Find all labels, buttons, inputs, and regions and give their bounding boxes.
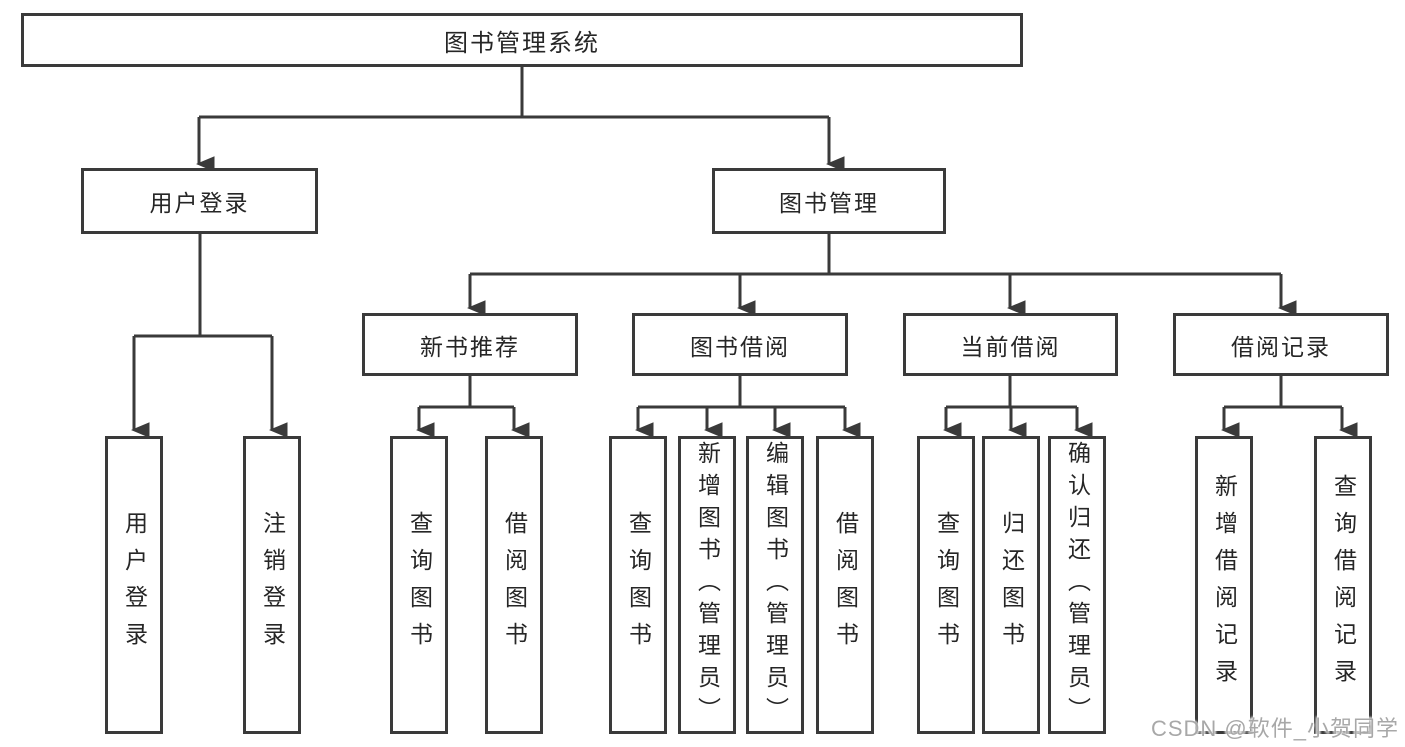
leaf-query-books-2-label: 查询图书 <box>625 511 652 659</box>
leaf-edit-books-admin: 编辑图书（管理员） <box>746 436 804 734</box>
leaf-add-books-admin: 新增图书（管理员） <box>678 436 736 734</box>
leaf-query-borrow-record: 查询借阅记录 <box>1314 436 1372 734</box>
node-current-borrowing: 当前借阅 <box>903 313 1118 376</box>
leaf-query-books-3: 查询图书 <box>917 436 975 734</box>
leaf-confirm-return-admin: 确认归还（管理员） <box>1048 436 1106 734</box>
leaf-add-borrow-record-label: 新增借阅记录 <box>1211 474 1238 696</box>
leaf-query-books-3-label: 查询图书 <box>933 511 960 659</box>
leaf-query-books-1: 查询图书 <box>390 436 448 734</box>
leaf-user-login: 用户登录 <box>105 436 163 734</box>
leaf-add-borrow-record: 新增借阅记录 <box>1195 436 1253 734</box>
node-current-borrowing-label: 当前借阅 <box>960 333 1061 360</box>
leaf-logout-label: 注销登录 <box>259 511 286 659</box>
leaf-confirm-return-admin-label: 确认归还（管理员） <box>1064 441 1091 729</box>
leaf-query-books-2: 查询图书 <box>609 436 667 734</box>
node-user-login: 用户登录 <box>81 168 318 234</box>
node-user-login-label: 用户登录 <box>149 190 250 216</box>
node-root: 图书管理系统 <box>21 13 1023 67</box>
node-book-borrowing: 图书借阅 <box>632 313 848 376</box>
node-root-label: 图书管理系统 <box>444 29 600 57</box>
node-borrowing-records-label: 借阅记录 <box>1231 333 1331 360</box>
leaf-logout: 注销登录 <box>243 436 301 734</box>
watermark: CSDN @软件_小贺同学 <box>1150 716 1399 741</box>
node-book-management-label: 图书管理 <box>779 190 879 216</box>
leaf-query-borrow-record-label: 查询借阅记录 <box>1330 474 1357 696</box>
leaf-borrow-books-1-label: 借阅图书 <box>501 511 528 659</box>
leaf-user-login-label: 用户登录 <box>121 511 148 659</box>
leaf-borrow-books-2: 借阅图书 <box>816 436 874 734</box>
node-new-book-recommendation-label: 新书推荐 <box>420 333 520 360</box>
leaf-return-books: 归还图书 <box>982 436 1040 734</box>
leaf-query-books-1-label: 查询图书 <box>406 511 433 659</box>
leaf-borrow-books-1: 借阅图书 <box>485 436 543 734</box>
leaf-return-books-label: 归还图书 <box>998 511 1025 659</box>
node-book-management: 图书管理 <box>712 168 946 234</box>
node-new-book-recommendation: 新书推荐 <box>362 313 578 376</box>
node-book-borrowing-label: 图书借阅 <box>690 333 790 360</box>
leaf-borrow-books-2-label: 借阅图书 <box>832 511 859 659</box>
leaf-edit-books-admin-label: 编辑图书（管理员） <box>762 441 789 729</box>
node-borrowing-records: 借阅记录 <box>1173 313 1389 376</box>
leaf-add-books-admin-label: 新增图书（管理员） <box>694 441 721 729</box>
